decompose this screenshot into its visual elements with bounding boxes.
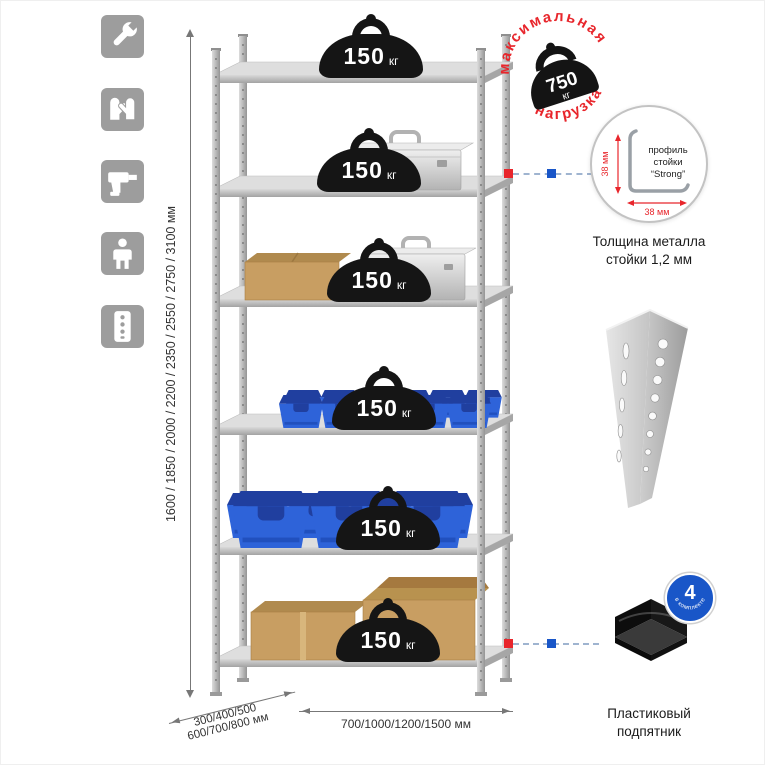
- rack-front-posts: [210, 48, 487, 696]
- callout-marker-red-profile: [504, 169, 513, 178]
- foot-caption: Пластиковый подпятник: [569, 705, 729, 740]
- load-value: 150: [351, 266, 393, 293]
- profile-caption: Толщина металла стойки 1,2 мм: [569, 233, 729, 268]
- load-value: 150: [360, 514, 402, 541]
- foot-caption-line1: Пластиковый: [607, 706, 691, 721]
- weight-handle: [369, 602, 407, 626]
- width-dimension-label: 700/1000/1200/1500 мм: [341, 717, 471, 731]
- wrench-icon: [113, 20, 139, 46]
- profile-detail-circle: 38 мм 38 мм профиль стойки “Strong”: [590, 105, 708, 223]
- max-load-stamp: максимальная нагрузка 750 кг: [476, 1, 640, 152]
- load-unit: кг: [405, 525, 416, 540]
- profile-label-1: профиль: [648, 145, 687, 156]
- weight-handle: [360, 242, 398, 266]
- max-load-stamp-graphic: максимальная нагрузка 750 кг: [481, 1, 612, 133]
- corner-post-image: [605, 308, 689, 508]
- load-value: 150: [356, 394, 398, 421]
- height-dimension-label: 1600 / 1850 / 2000 / 2200 / 2350 / 2550 …: [164, 205, 178, 523]
- weight-handle: [352, 18, 390, 42]
- profile-detail-drawing: 38 мм 38 мм профиль стойки “Strong”: [600, 129, 690, 217]
- callout-line-foot: [513, 643, 599, 645]
- icon-tile-drill: [101, 160, 144, 203]
- foot-badge-value: 4: [684, 582, 696, 604]
- load-value: 150: [360, 626, 402, 653]
- load-unit: кг: [405, 637, 416, 652]
- foot-count-badge: 4 в комплекте: [665, 573, 715, 623]
- height-dimension-line: [186, 29, 195, 698]
- cardboard-box-1: [244, 252, 351, 301]
- callout-marker-red-foot: [504, 639, 513, 648]
- weight-handle: [365, 370, 403, 394]
- profile-caption-line1: Толщина металла: [592, 234, 706, 249]
- load-value: 150: [343, 42, 385, 69]
- callout-marker-blue-profile: [547, 169, 556, 178]
- load-unit: кг: [386, 167, 397, 182]
- gloves-icon: [110, 97, 136, 121]
- load-value: 150: [341, 156, 383, 183]
- load-unit: кг: [396, 277, 407, 292]
- person-icon: [113, 238, 132, 269]
- rack-back-posts: [237, 34, 512, 682]
- foot-image: [615, 599, 687, 661]
- profile-caption-line2: стойки 1,2 мм: [605, 251, 693, 267]
- load-unit: кг: [401, 405, 412, 420]
- icon-tile-wrench: [101, 15, 144, 58]
- profile-dim-horizontal: 38 мм: [645, 207, 670, 217]
- post-holes: [616, 338, 669, 473]
- load-unit: кг: [388, 53, 399, 68]
- stamp-unit: кг: [561, 90, 572, 103]
- perforated-strip-icon: [114, 311, 131, 342]
- icon-tile-perforated-strip: [101, 305, 144, 348]
- weight-handle: [369, 490, 407, 514]
- foot-caption-line2: подпятник: [616, 723, 682, 739]
- profile-dim-vertical: 38 мм: [600, 152, 610, 177]
- width-dimension-line: [299, 707, 513, 714]
- drill-icon: [108, 172, 137, 196]
- callout-marker-blue-foot: [547, 639, 556, 648]
- profile-label-3: “Strong”: [651, 169, 685, 180]
- profile-label-2: стойки: [653, 157, 682, 168]
- weight-handle: [350, 132, 388, 156]
- icon-tile-person: [101, 232, 144, 275]
- icon-tile-gloves: [101, 88, 144, 131]
- foot-count-badge-graphic: 4 в комплекте: [673, 582, 707, 611]
